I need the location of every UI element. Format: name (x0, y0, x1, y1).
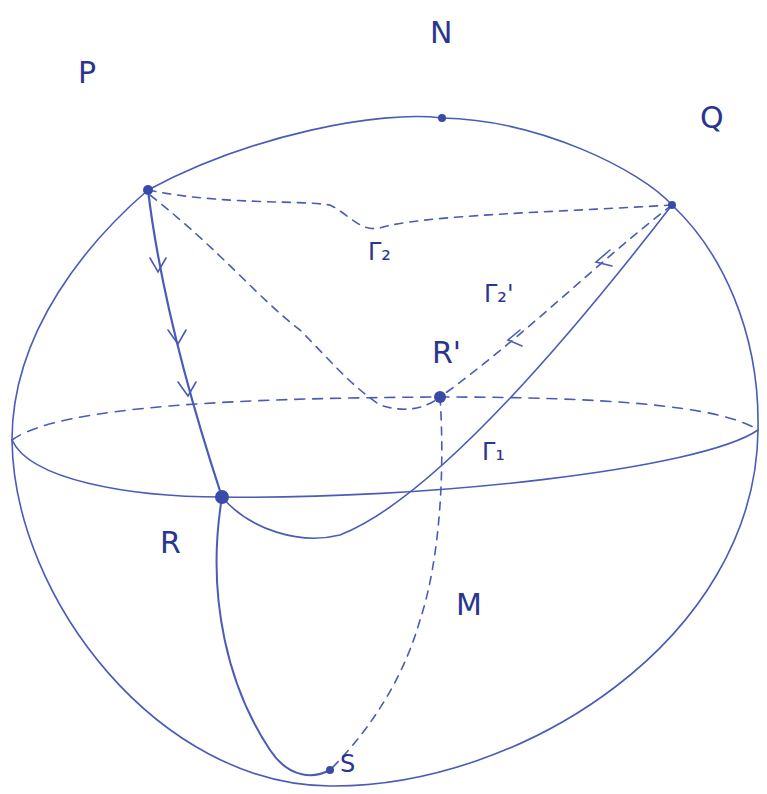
point-label: S (340, 752, 355, 776)
point-label: N (430, 18, 452, 48)
point-label: Q (700, 103, 724, 133)
point-label: P (78, 58, 96, 88)
curve-label: Γ₁ (482, 440, 505, 464)
point-label: M (456, 590, 482, 620)
curve-label: Γ₂ (368, 240, 391, 264)
curve-label: Γ₂' (484, 282, 514, 306)
point-label: R (160, 528, 181, 558)
point-label: R' (432, 338, 461, 368)
